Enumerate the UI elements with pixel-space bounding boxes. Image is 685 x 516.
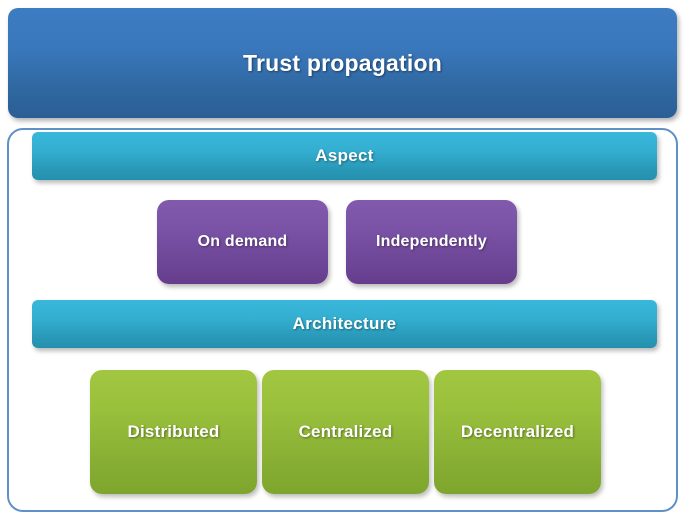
architecture-item-label: Decentralized <box>460 422 575 441</box>
architecture-item-distributed[interactable]: Distributed <box>90 370 257 494</box>
aspect-items-row: On demand Independently <box>157 200 517 284</box>
aspect-item-label: On demand <box>197 233 288 250</box>
category-bar-architecture: Architecture <box>32 300 657 348</box>
architecture-item-centralized[interactable]: Centralized <box>262 370 429 494</box>
aspect-item-label: Independently <box>375 233 488 250</box>
category-bar-aspect: Aspect <box>32 132 657 180</box>
title-banner: Trust propagation <box>8 8 677 118</box>
architecture-item-decentralized[interactable]: Decentralized <box>434 370 601 494</box>
aspect-item-independently[interactable]: Independently <box>346 200 517 284</box>
architecture-items-row: Distributed Centralized Decentralized <box>90 370 603 494</box>
architecture-item-label: Distributed <box>127 422 220 441</box>
category-label-aspect: Aspect <box>315 146 374 165</box>
aspect-item-on-demand[interactable]: On demand <box>157 200 328 284</box>
architecture-item-label: Centralized <box>298 422 393 441</box>
diagram-title: Trust propagation <box>243 49 442 76</box>
category-label-architecture: Architecture <box>292 314 397 333</box>
